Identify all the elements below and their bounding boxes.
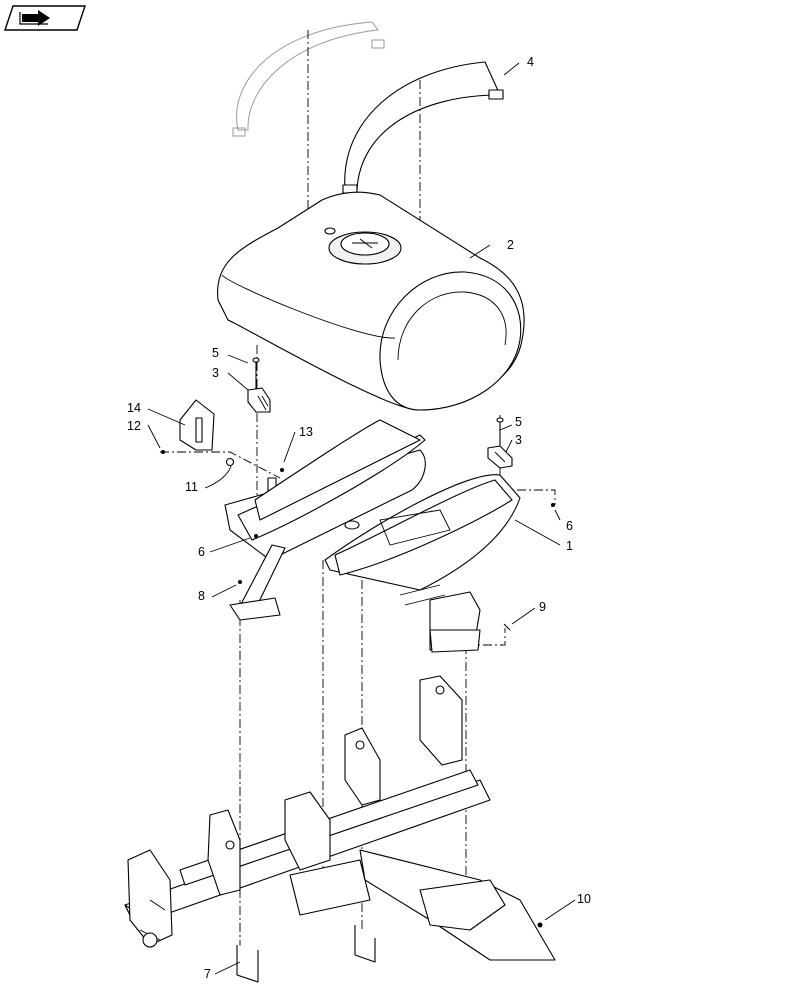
callout-labels: 1 2 3 3 4 5 5 6 6 7 8 9 10 11 12 13 14	[127, 55, 591, 981]
machine-frame	[124, 675, 556, 961]
callout-2: 2	[507, 238, 514, 252]
leader-lines	[147, 62, 576, 975]
bolt-bracket-right	[487, 417, 513, 469]
side-plate	[161, 399, 284, 501]
callout-14: 14	[127, 401, 141, 415]
callout-8: 8	[198, 589, 205, 603]
u-bolts	[236, 925, 376, 983]
callout-1: 1	[566, 539, 573, 553]
callout-3-right: 3	[515, 433, 522, 447]
bolt-bracket-left	[247, 357, 271, 413]
callout-9: 9	[539, 600, 546, 614]
callout-12: 12	[127, 419, 141, 433]
tank-strap-rear	[232, 21, 385, 137]
callout-10: 10	[577, 892, 591, 906]
fuel-tank	[217, 191, 525, 411]
callout-3-left: 3	[212, 366, 219, 380]
tank-strap-front	[342, 61, 504, 194]
callout-4: 4	[527, 55, 534, 69]
callout-13: 13	[299, 425, 313, 439]
callout-7: 7	[204, 967, 211, 981]
tank-cradle	[224, 419, 555, 653]
callout-11: 11	[185, 480, 198, 494]
callout-5-left: 5	[212, 346, 219, 360]
book-arrow-icon[interactable]	[4, 5, 86, 31]
callout-5-right: 5	[515, 415, 522, 429]
callout-6-right: 6	[566, 519, 573, 533]
callout-6-left: 6	[198, 545, 205, 559]
